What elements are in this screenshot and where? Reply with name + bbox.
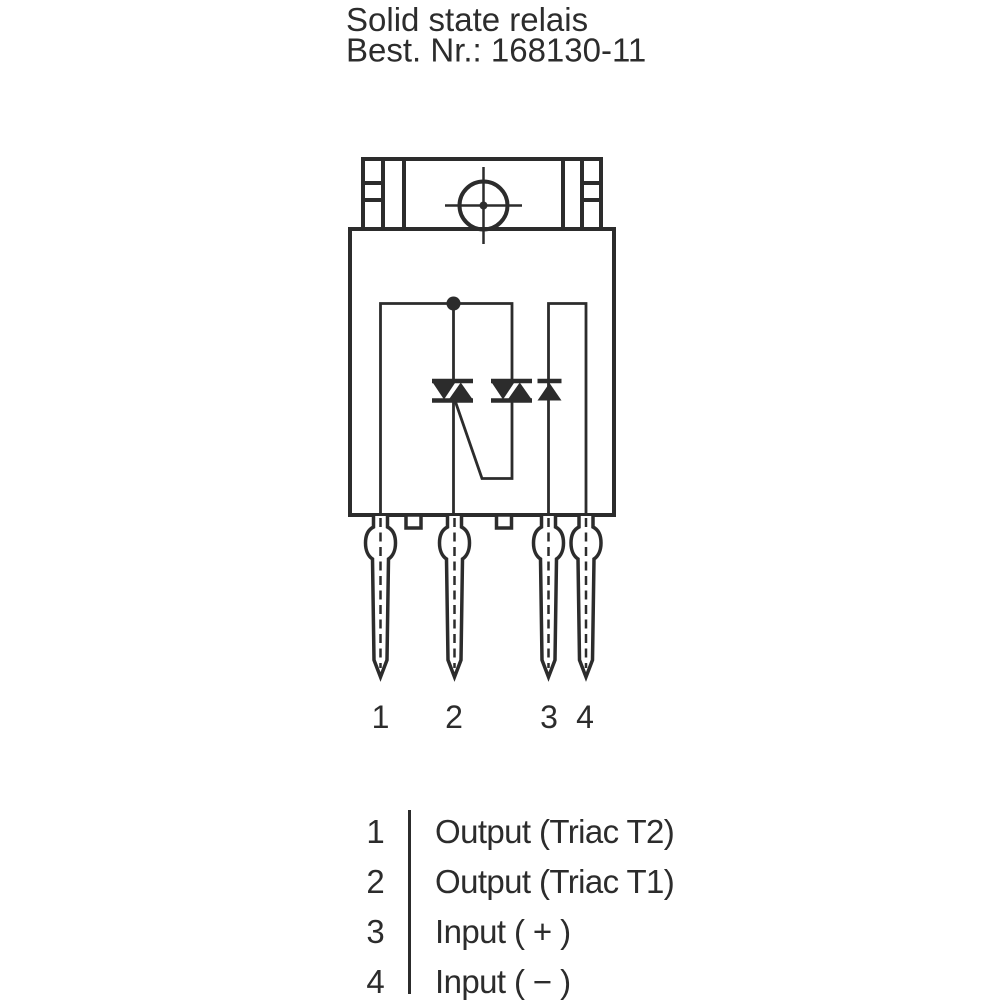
- pin-4: [569, 516, 603, 682]
- diode-triangle-up: [537, 383, 562, 401]
- internal-schematic: [379, 302, 588, 514]
- pin-number-1: 1: [372, 699, 390, 735]
- legend-table: 1 Output (Triac T2) 2 Output (Triac T1) …: [366, 810, 675, 1000]
- wire-gate: [453, 400, 514, 480]
- triac-triangle-up: [449, 382, 472, 399]
- mounting-tab-outline: [361, 157, 603, 229]
- triac-symbol-main: [432, 378, 473, 403]
- pin-2: [437, 516, 472, 682]
- pin-3: [531, 516, 566, 682]
- legend-label: Output (Triac T1): [435, 863, 674, 900]
- pin-number-4: 4: [576, 699, 594, 735]
- junction-dot: [446, 296, 461, 311]
- legend-pin: 1: [366, 813, 384, 850]
- legend-label: Output (Triac T2): [435, 813, 674, 850]
- pin-number-2: 2: [445, 699, 463, 735]
- legend-pin: 4: [366, 963, 384, 1000]
- wire-pin1-topbus: [379, 302, 514, 514]
- pin-1: [363, 516, 398, 682]
- legend-row-4: 4 Input ( − ): [366, 963, 571, 1000]
- bottom-stub-right: [494, 513, 514, 530]
- wire-input-loop: [547, 302, 588, 514]
- product-title: Solid state relais: [346, 1, 588, 38]
- crosshair-center-dot: [479, 201, 488, 210]
- triac-triangle-up: [508, 382, 531, 399]
- legend-pin: 2: [366, 863, 384, 900]
- mounting-hole-icon: [445, 167, 522, 244]
- order-number: Best. Nr.: 168130-11: [346, 32, 646, 69]
- legend-pin: 3: [366, 913, 384, 950]
- pin-number-3: 3: [540, 699, 558, 735]
- legend-row-3: 3 Input ( + ): [366, 913, 571, 950]
- legend-label: Input ( − ): [435, 963, 571, 1000]
- title-block: Solid state relais Best. Nr.: 168130-11: [346, 1, 646, 69]
- bottom-stub-left: [404, 513, 423, 530]
- triac-triangle-down: [433, 383, 455, 400]
- legend-label: Input ( + ): [435, 913, 571, 950]
- triac-symbol-driver: [491, 378, 532, 403]
- pins: [363, 516, 603, 682]
- triac-triangle-down: [492, 383, 514, 400]
- pin-number-labels: 1 2 3 4: [372, 699, 594, 735]
- legend-row-1: 1 Output (Triac T2): [366, 813, 674, 850]
- package-body: [348, 227, 616, 517]
- mounting-tab: [361, 157, 603, 229]
- diode-symbol-input: [537, 378, 562, 401]
- legend-row-2: 2 Output (Triac T1): [366, 863, 674, 900]
